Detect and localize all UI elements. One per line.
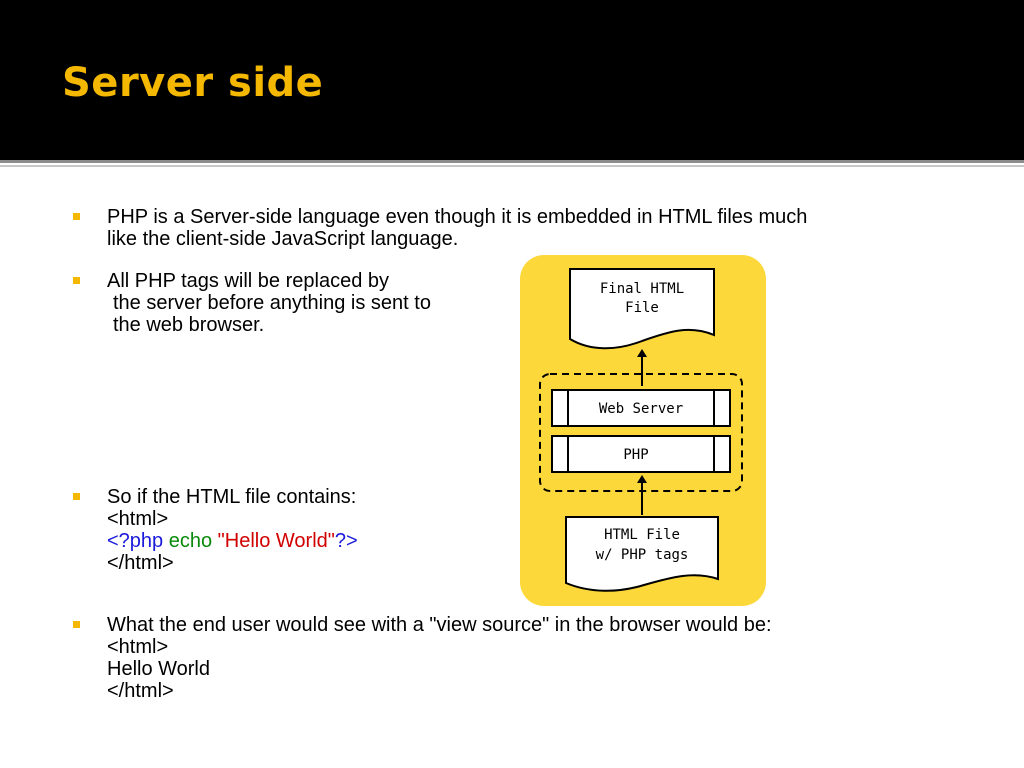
bullet-marker	[73, 621, 80, 628]
php-string: "Hello World"	[217, 530, 335, 552]
php-box	[551, 435, 731, 473]
web-server-box	[551, 389, 731, 427]
bullet-view-source: What the end user would see with a "view…	[73, 614, 772, 702]
html-file-with-php-doc	[565, 516, 719, 592]
bullet-line: PHP is a Server-side language even thoug…	[107, 206, 808, 228]
bullet-marker	[73, 277, 80, 284]
php-open-tag: <?php	[107, 530, 164, 552]
final-file-label-1: Final HTML	[600, 281, 684, 297]
bullet-php-tags-replaced: All PHP tags will be replaced by the ser…	[73, 270, 431, 336]
bullet-line: like the client-side JavaScript language…	[107, 228, 459, 250]
bullet-line: the web browser.	[113, 314, 265, 336]
title-bar: Server side	[0, 0, 1024, 160]
php-echo-keyword: echo	[168, 530, 213, 552]
slide-title: Server side	[62, 60, 324, 106]
web-server-label: Web Server	[599, 401, 683, 417]
bullet-line: the server before anything is sent to	[113, 292, 431, 314]
bullet-html-contains: So if the HTML file contains: <html> <?p…	[73, 486, 358, 574]
source-file-label-2: w/ PHP tags	[596, 547, 689, 563]
code-html-close: </html>	[107, 680, 174, 702]
bullet-line: All PHP tags will be replaced by	[107, 270, 389, 292]
bullet-php-server-side: PHP is a Server-side language even thoug…	[73, 206, 808, 250]
source-file-label-1: HTML File	[604, 527, 680, 543]
code-html-open: <html>	[107, 508, 169, 530]
bullet-marker	[73, 493, 80, 500]
final-file-label-2: File	[625, 300, 659, 316]
code-php-line: <?php echo "Hello World"?>	[107, 530, 358, 552]
bullet-marker	[73, 213, 80, 220]
divider-line-light	[0, 165, 1024, 167]
final-html-file-doc	[569, 268, 715, 350]
divider-line	[0, 160, 1024, 163]
php-processing-diagram: Final HTML File Web Server PHP HTML File…	[520, 255, 766, 606]
code-html-close: </html>	[107, 552, 174, 574]
bullet-line: So if the HTML file contains:	[107, 486, 357, 508]
php-close-tag: ?>	[334, 530, 358, 552]
bullet-line: What the end user would see with a "view…	[107, 614, 772, 636]
php-label: PHP	[623, 447, 648, 463]
code-html-open: <html>	[107, 636, 169, 658]
code-hello-world: Hello World	[107, 658, 210, 680]
